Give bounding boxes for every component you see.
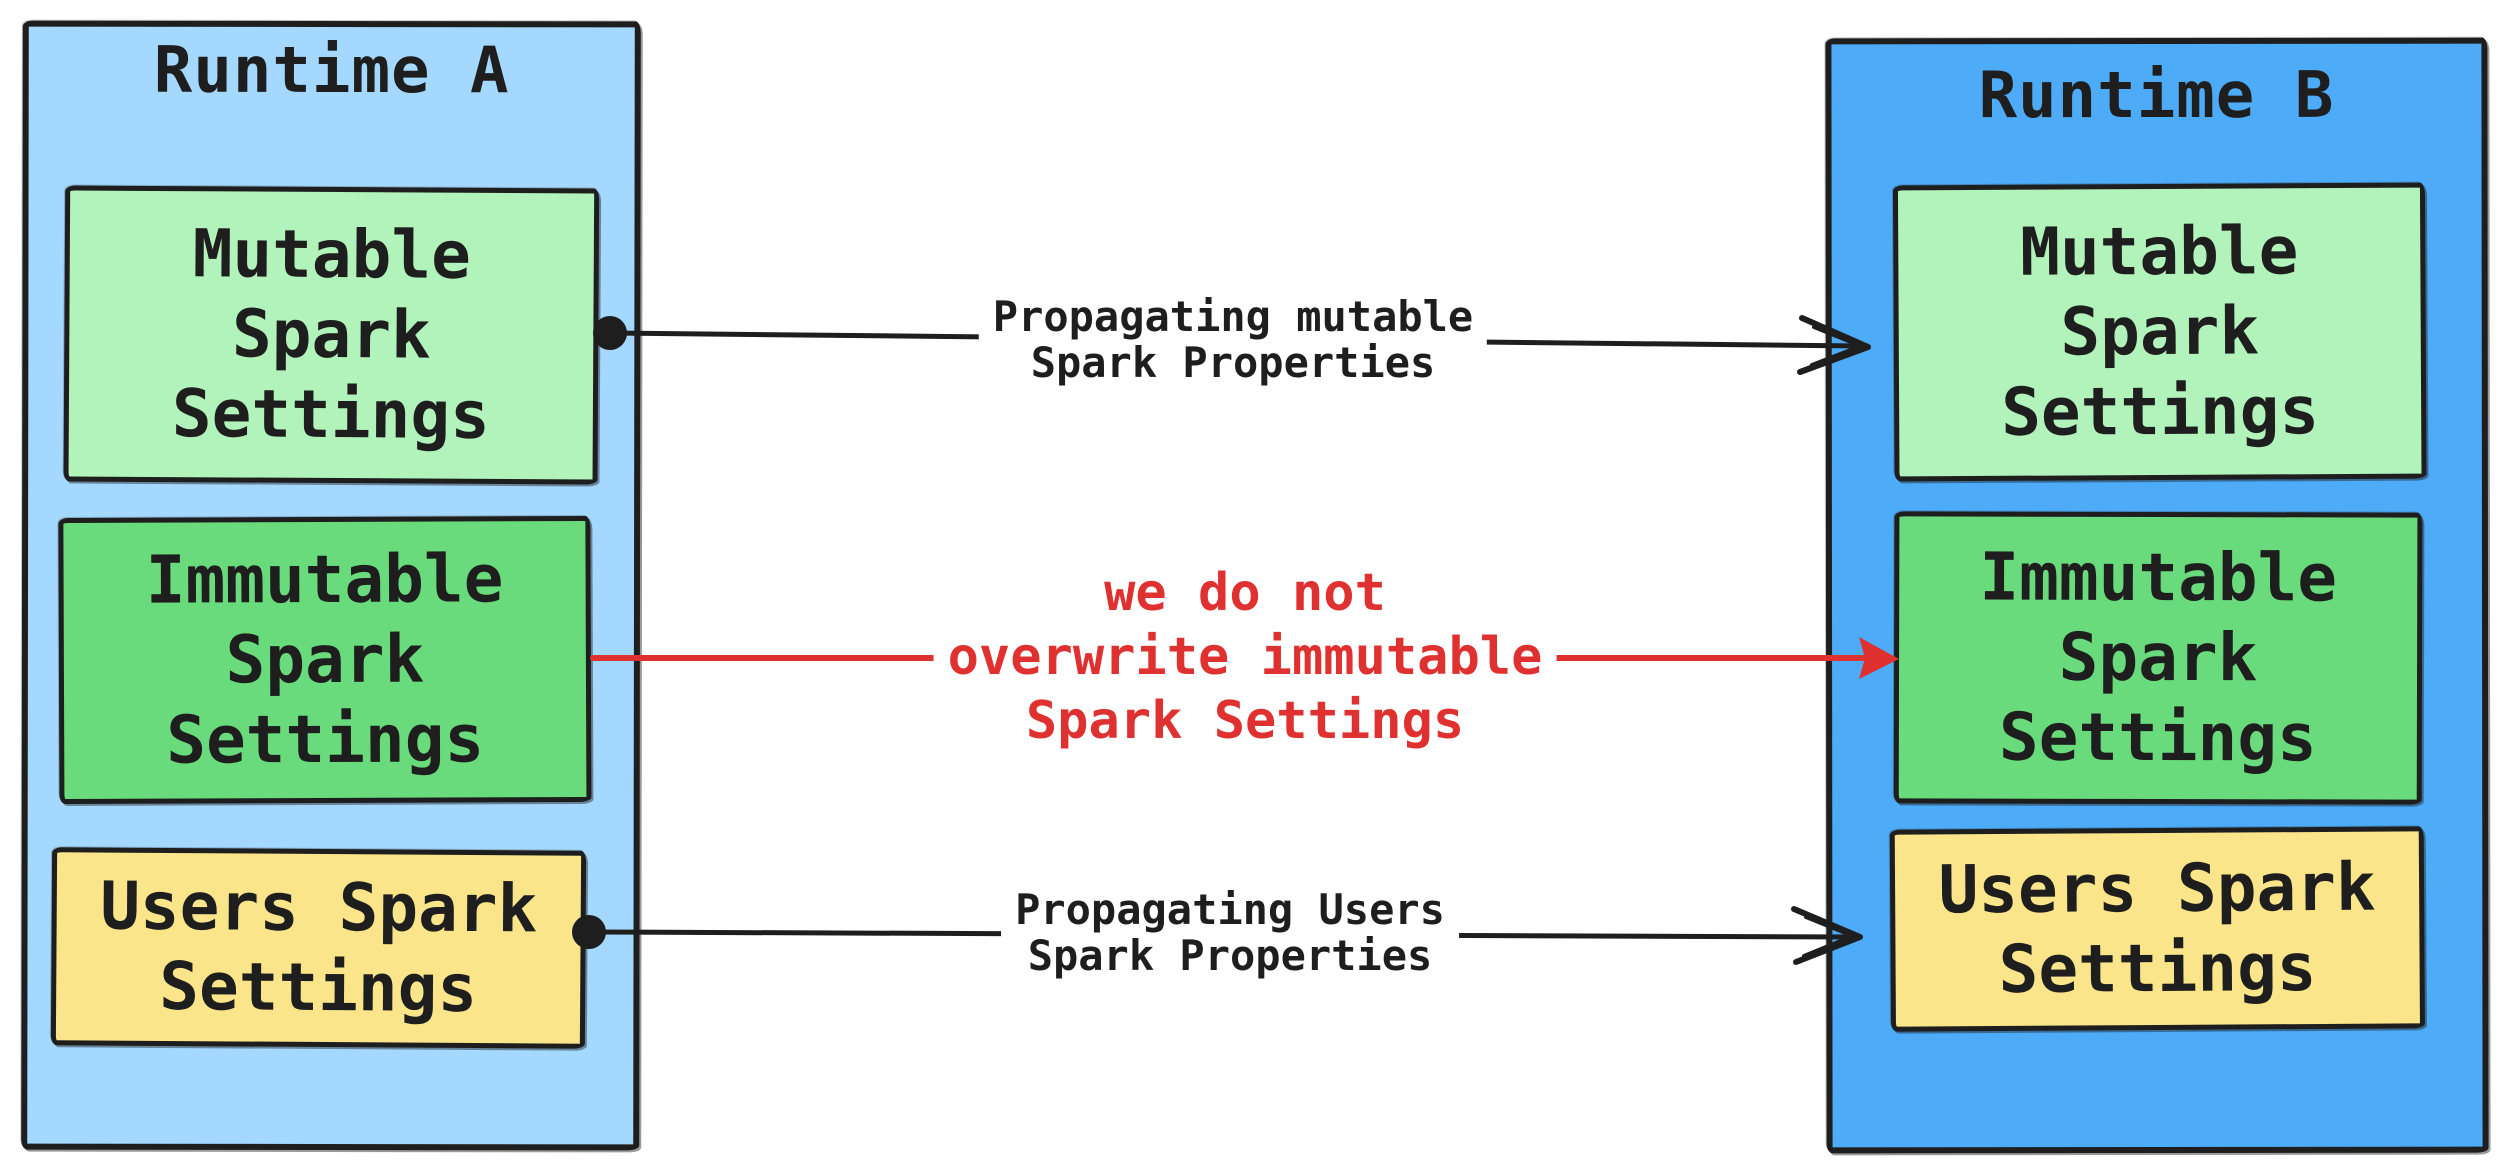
arrowhead <box>1859 637 1899 679</box>
label-line: Spark Properties <box>1030 338 1436 387</box>
label-line: we do not <box>1104 563 1386 623</box>
users-propagation-label: Propagating Users Spark Properties <box>1001 887 1459 979</box>
label-line: Spark Settings <box>1025 691 1465 751</box>
label-line: overwrite immutable <box>947 627 1543 687</box>
arrowhead <box>1791 906 1863 965</box>
label-line: Propagating mutable <box>992 292 1474 341</box>
immutable-no-overwrite-label: we do not overwrite immutable Spark Sett… <box>933 561 1557 753</box>
mutable-propagation-label: Propagating mutable Spark Properties <box>978 292 1488 387</box>
arrowhead <box>1797 315 1871 375</box>
label-line: Spark Properties <box>1027 931 1433 980</box>
label-line: Propagating Users <box>1015 885 1445 934</box>
